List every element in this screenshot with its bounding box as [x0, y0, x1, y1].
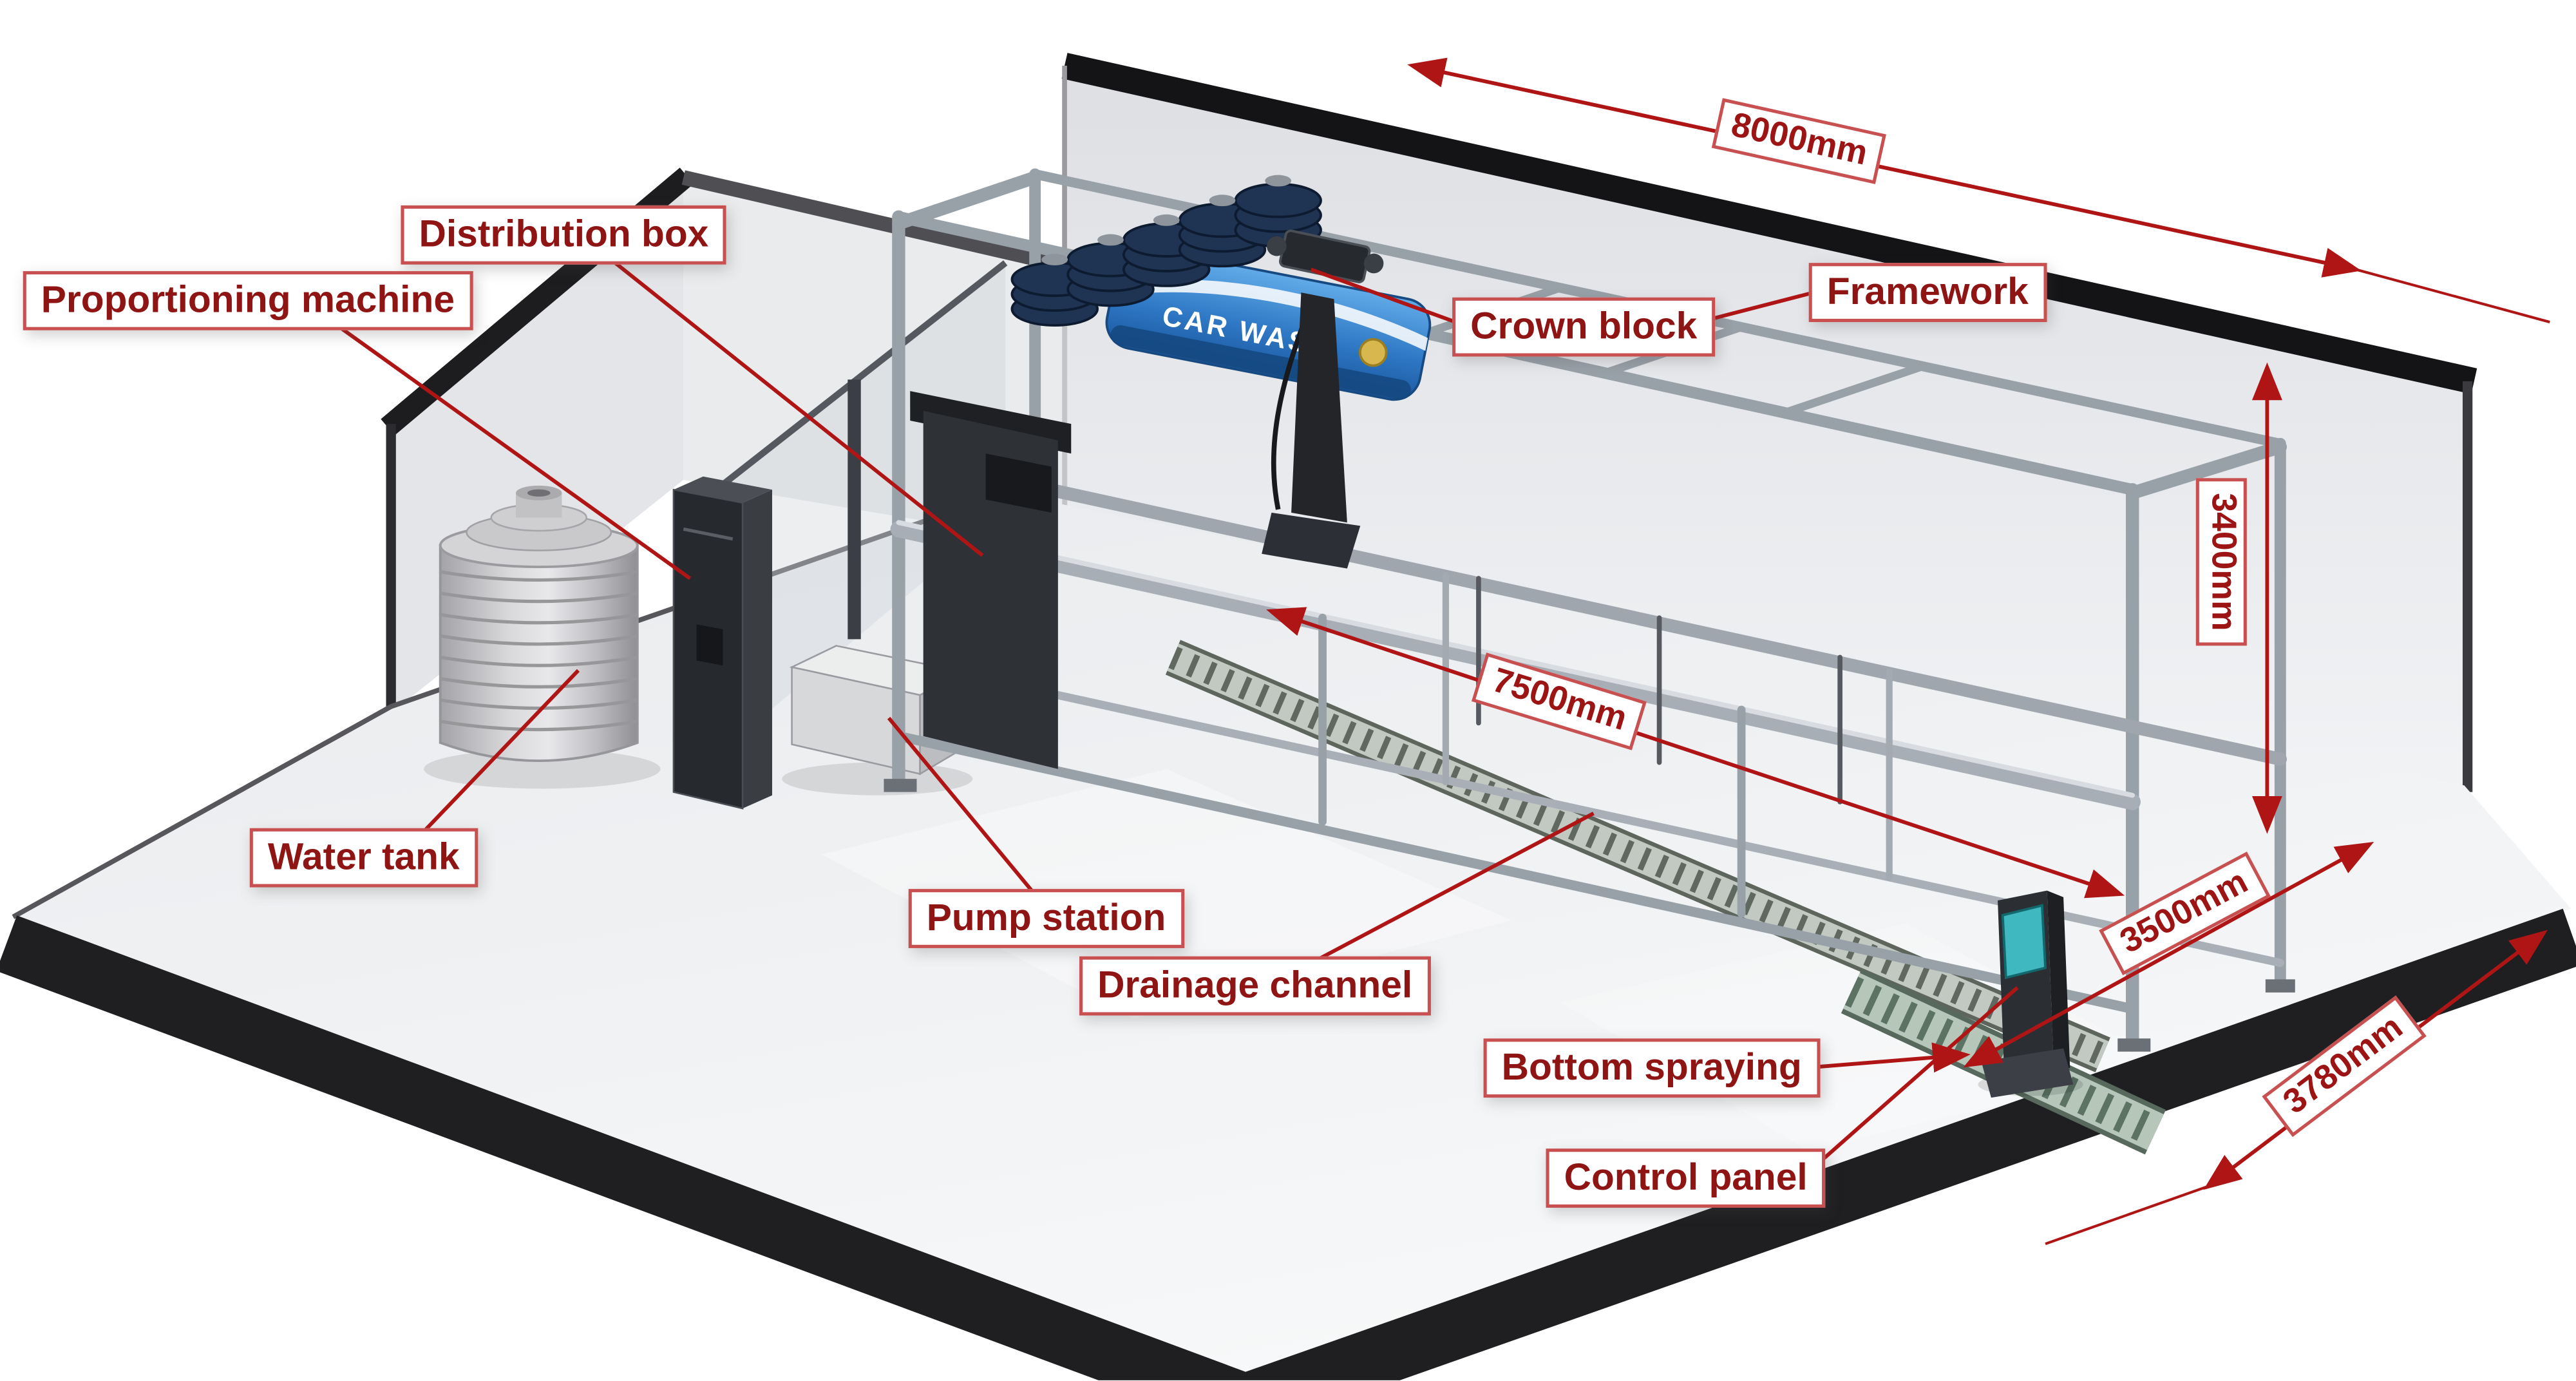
dimension-line-8000	[1407, 57, 2362, 278]
leader-pump-station	[887, 716, 1034, 892]
label-framework: Framework	[1808, 263, 2047, 322]
label-water-tank: Water tank	[249, 828, 478, 887]
leader-crown-block	[1310, 267, 1457, 324]
label-distribution-box: Distribution box	[401, 205, 727, 265]
top-brushes	[1010, 175, 1322, 327]
leader-proportioning-machine	[340, 327, 692, 580]
proportioning-machine-graphic	[672, 476, 772, 810]
dimension-3400mm: 3400mm	[2195, 478, 2247, 646]
label-control-panel: Control panel	[1546, 1148, 1826, 1208]
crown-block-graphic	[1262, 229, 1384, 569]
car-wash-machine-graphic: CAR WASH	[910, 175, 1432, 769]
label-crown-block: Crown block	[1452, 297, 1716, 356]
machine-logo-dot	[1358, 338, 1388, 367]
partition-glass-wall	[714, 260, 1008, 756]
leader-water-tank	[422, 669, 580, 833]
label-bottom-spraying: Bottom spraying	[1483, 1038, 1820, 1098]
leader-framework	[1711, 290, 1815, 321]
leader-distribution-box	[610, 258, 984, 557]
water-tank-graphic	[424, 485, 661, 789]
label-proportioning-machine: Proportioning machine	[23, 271, 473, 330]
label-pump-station: Pump station	[908, 889, 1184, 948]
dimension-line-3500	[1963, 841, 2374, 1068]
label-drainage-channel: Drainage channel	[1079, 956, 1431, 1015]
leader-lines	[340, 258, 2019, 1175]
